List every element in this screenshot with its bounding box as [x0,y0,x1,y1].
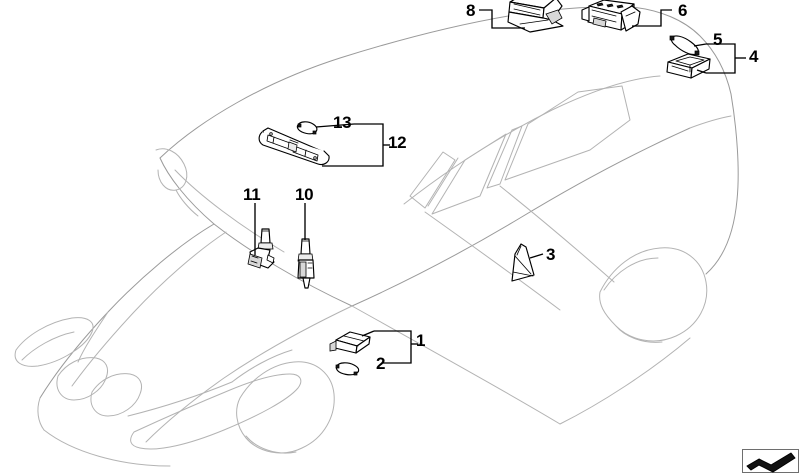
callout-label-5: 5 [713,30,723,49]
part-2-tubular-bulb [335,362,360,376]
part-5-festoon-bulb [669,35,700,56]
part-1-interior-reading-light-assembly [329,331,371,354]
callout-label-2: 2 [376,354,386,373]
callout-leaders-group [254,9,746,364]
part-11-glove-box-switch-bulb-holder [247,228,275,269]
part-4-luggage-compartment-light-assembly [666,53,711,79]
callout-label-10: 10 [295,185,314,204]
part-10-door-contact-switch-bulb-holder [297,238,315,289]
part-8-tailgate-boot-light [507,0,564,33]
page-corner-icon [742,449,799,473]
vehicle-outline-group [14,6,739,467]
callout-label-6: 6 [678,1,688,20]
part-12-front-interior-light-strip [258,127,330,166]
callout-label-11: 11 [243,185,261,204]
callout-label-13: 13 [333,113,352,132]
part-6-rear-roof-interior-light-module [581,0,641,32]
callout-label-4: 4 [749,47,759,66]
part-3-rear-pillar-trim-light-wedge [511,243,535,282]
callout-label-12: 12 [388,133,407,152]
fold-shape-icon [746,452,796,473]
callout-label-1: 1 [416,331,426,350]
part-13-festoon-bulb [296,121,318,135]
callout-label-8: 8 [466,1,476,20]
callout-label-3: 3 [546,245,556,264]
